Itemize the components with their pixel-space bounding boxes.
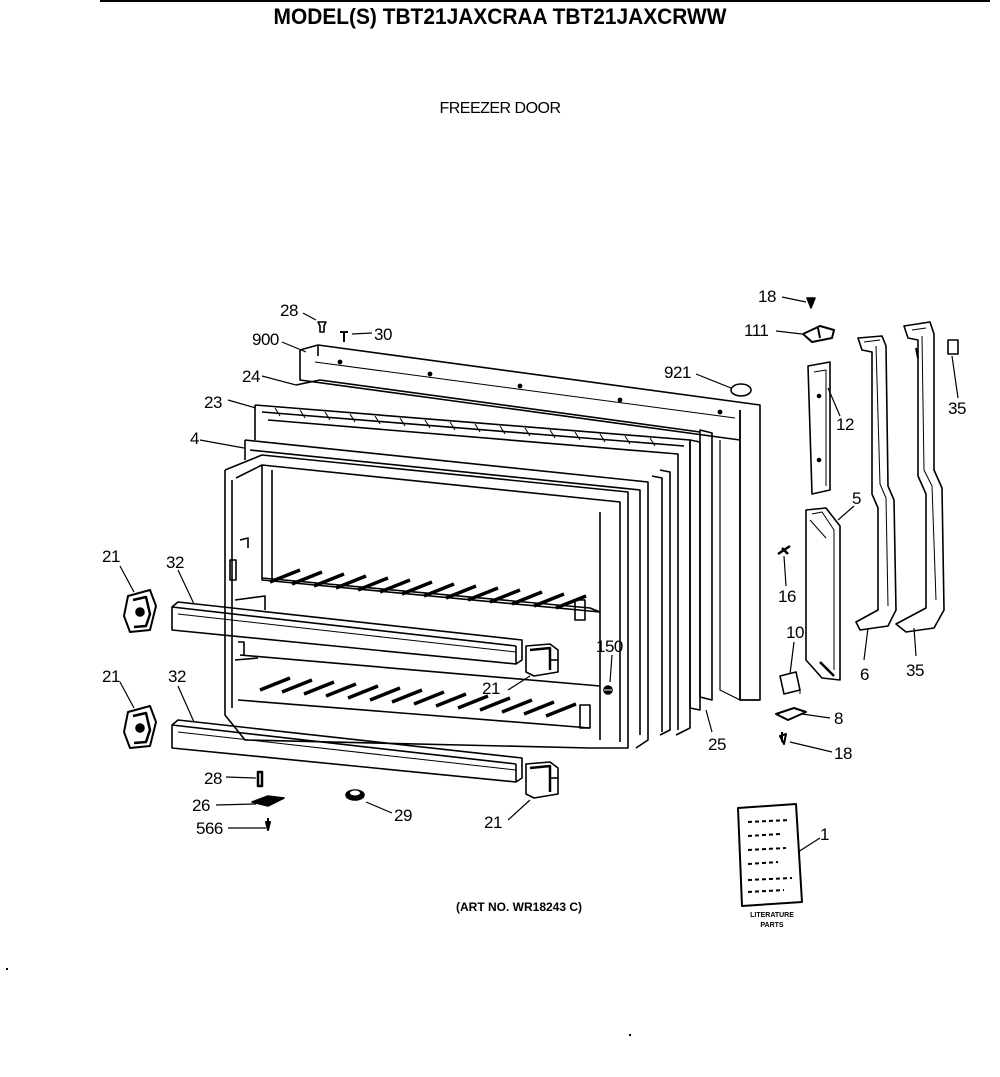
door-stop-6 xyxy=(855,335,897,631)
callout-10: 10 xyxy=(786,623,804,642)
art-number: (ART NO. WR18243 C) xyxy=(456,900,583,914)
callout-30: 30 xyxy=(374,325,392,344)
cover-10 xyxy=(779,671,801,695)
bumper-29 xyxy=(345,789,365,801)
door-stop-35-large xyxy=(895,321,945,633)
bar-end-cap-21-right-upper xyxy=(525,643,559,677)
screw-566 xyxy=(265,818,271,831)
bar-end-cap-21-left-upper xyxy=(123,589,157,633)
callout-35-bottom: 35 xyxy=(906,661,924,680)
literature-parts-caption: LITERATURE PARTS xyxy=(750,912,794,929)
callout-8: 8 xyxy=(834,709,843,728)
cap-921 xyxy=(730,383,752,397)
clip-35 xyxy=(947,339,959,355)
leader-lines xyxy=(119,296,959,853)
callout-6: 6 xyxy=(860,665,869,684)
handle-5 xyxy=(805,507,841,681)
callout-35-top: 35 xyxy=(948,399,966,418)
stray-dot-bottom xyxy=(629,1034,631,1036)
screw-28-bottom xyxy=(256,770,264,788)
screw-150 xyxy=(603,685,613,695)
page-title: MODEL(S) TBT21JAXCRAA TBT21JAXCRWW xyxy=(273,4,727,29)
door-trim-24 xyxy=(295,379,701,433)
gasket-25 xyxy=(689,429,713,711)
screw-16 xyxy=(777,544,791,556)
screw-18-top xyxy=(806,297,816,309)
callout-150: 150 xyxy=(596,637,623,656)
callout-26: 26 xyxy=(192,796,210,815)
bar-end-cap-21-left-lower xyxy=(123,705,157,749)
hinge-111 xyxy=(802,325,835,343)
callout-28-top: 28 xyxy=(280,301,298,320)
callout-28-bottom: 28 xyxy=(204,769,222,788)
callout-32-a: 32 xyxy=(166,553,184,572)
door-bar-32-lower xyxy=(171,719,523,783)
callout-32-b: 32 xyxy=(168,667,186,686)
callout-21-b: 21 xyxy=(102,667,120,686)
callout-921: 921 xyxy=(664,363,691,382)
door-frame-23 xyxy=(254,404,691,736)
bar-end-cap-21-right-lower xyxy=(525,761,559,799)
callout-24: 24 xyxy=(242,367,260,386)
plate-26 xyxy=(251,795,285,807)
callout-900: 900 xyxy=(252,330,279,349)
callout-21-c: 21 xyxy=(482,679,500,698)
callout-21-a: 21 xyxy=(102,547,120,566)
door-bar-32-upper xyxy=(171,601,523,665)
callout-111: 111 xyxy=(744,321,768,340)
inner-door-shelf xyxy=(224,454,629,749)
callout-23: 23 xyxy=(204,393,222,412)
screw-30 xyxy=(340,331,348,342)
callout-1: 1 xyxy=(820,825,829,844)
strip-12 xyxy=(807,361,831,495)
top-rule xyxy=(100,0,990,2)
callout-16: 16 xyxy=(778,587,796,606)
stray-dot-left xyxy=(6,968,8,970)
screw-28-top xyxy=(317,321,327,333)
callout-25: 25 xyxy=(708,735,726,754)
literature-booklet-1 xyxy=(737,803,803,907)
callout-4: 4 xyxy=(190,429,199,448)
bracket-8 xyxy=(775,707,807,721)
section-title: FREEZER DOOR xyxy=(439,100,561,117)
callout-12: 12 xyxy=(836,415,854,434)
callout-566: 566 xyxy=(196,819,223,838)
callout-29: 29 xyxy=(394,806,412,825)
outer-door-panel xyxy=(299,344,761,701)
callout-18-bottom: 18 xyxy=(834,744,852,763)
inner-liner-4 xyxy=(244,439,671,749)
callout-18-top: 18 xyxy=(758,287,776,306)
callout-21-d: 21 xyxy=(484,813,502,832)
callout-5: 5 xyxy=(852,489,861,508)
screw-18-bottom xyxy=(779,732,787,745)
